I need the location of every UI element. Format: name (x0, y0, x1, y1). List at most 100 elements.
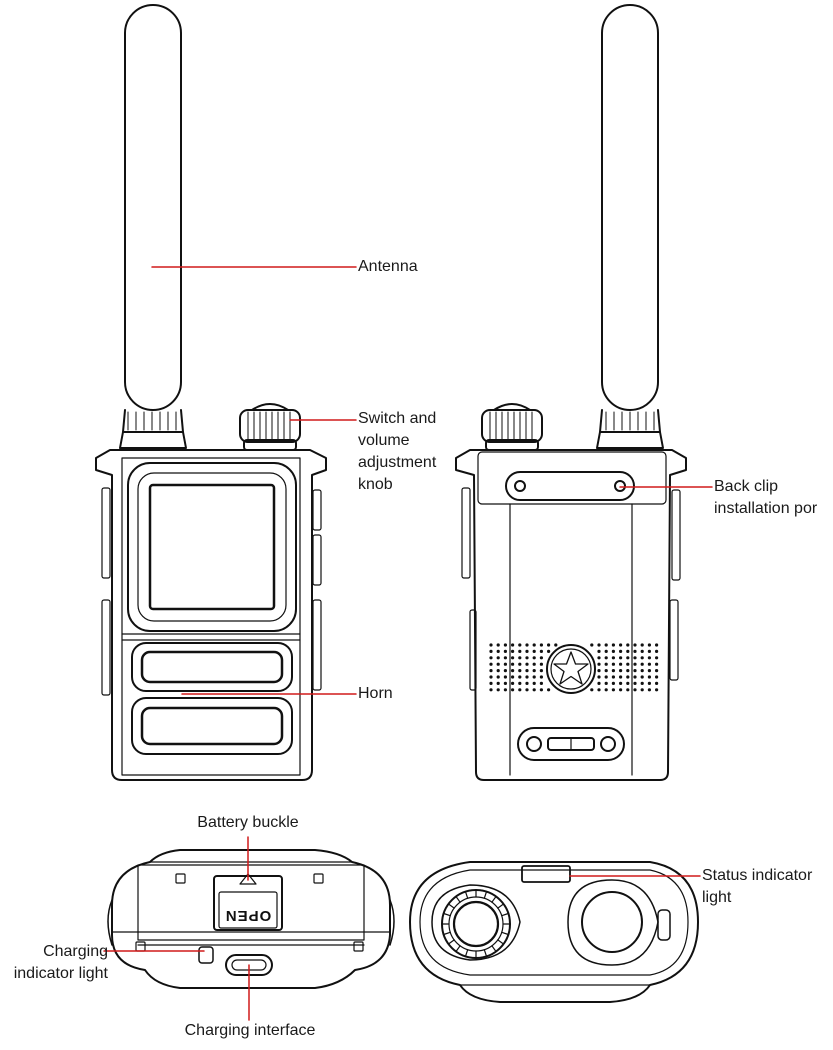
speaker-hole (547, 688, 551, 692)
speaker-hole (647, 643, 652, 647)
speaker-hole (510, 675, 515, 679)
speaker-hole (619, 688, 623, 692)
speaker-hole (518, 675, 522, 679)
speaker-hole (597, 669, 601, 673)
knob-tooth (447, 939, 455, 945)
speaker-hole (510, 669, 515, 673)
speaker-hole (525, 662, 529, 666)
speaker-hole (518, 669, 522, 673)
speaker-hole (611, 649, 616, 654)
speaker-hole (619, 662, 623, 666)
speaker-hole (510, 681, 515, 686)
speaker-hole (604, 681, 608, 686)
speaker-hole (647, 662, 652, 666)
speaker-hole (503, 675, 507, 679)
speaker-hole (619, 669, 623, 673)
speaker-hole (597, 649, 601, 654)
knob-teeth (441, 889, 511, 959)
front-body (95, 449, 327, 781)
speaker-hole (496, 643, 500, 647)
speaker-hole (611, 656, 616, 660)
label-back-clip-line-2: installation por (714, 500, 818, 517)
speaker-hole (597, 643, 601, 647)
label-status-light-line-2: light (702, 889, 732, 906)
speaker-hole (597, 681, 601, 686)
speaker-hole (604, 649, 608, 654)
speaker-hole (633, 656, 637, 660)
speaker-hole (604, 662, 608, 666)
knob-tooth (483, 891, 488, 899)
label-knob-line-3: adjustment (358, 454, 437, 471)
knob-tooth (497, 939, 505, 945)
speaker-hole (647, 669, 652, 673)
speaker-hole (655, 681, 659, 686)
speaker-hole (547, 649, 551, 654)
speaker-hole (554, 643, 558, 647)
speaker-hole (532, 643, 536, 647)
speaker-hole (532, 669, 536, 673)
knob-tooth (455, 895, 461, 903)
speaker-hole (539, 681, 544, 686)
speaker-hole (532, 675, 536, 679)
speaker-hole (619, 675, 623, 679)
speaker-hole (496, 669, 500, 673)
speaker-hole (604, 656, 608, 660)
speaker-hole (503, 649, 507, 654)
speaker-hole (539, 688, 544, 692)
speaker-hole (518, 656, 522, 660)
label-horn: Horn (358, 685, 393, 702)
speaker-hole (655, 656, 659, 660)
speaker-hole (626, 675, 630, 679)
speaker-hole (640, 688, 644, 692)
speaker-hole (539, 669, 544, 673)
speaker-hole (655, 649, 659, 654)
label-antenna: Antenna (358, 258, 418, 275)
speaker-hole (590, 643, 594, 647)
speaker-hole (532, 656, 536, 660)
speaker-hole (496, 688, 500, 692)
front-knob (239, 403, 301, 451)
label-charging-light-line-2: indicator light (13, 965, 108, 982)
speaker-hole (640, 649, 644, 654)
speaker-hole (647, 649, 652, 654)
speaker-hole (539, 662, 544, 666)
knob-tooth (497, 903, 505, 909)
top-view (409, 861, 699, 1003)
label-back-clip-line-1: Back clip (714, 478, 779, 495)
label-knob-line-4: knob (358, 476, 393, 493)
knob-tooth (501, 931, 509, 936)
speaker-hole (510, 688, 515, 692)
speaker-hole (655, 643, 659, 647)
speaker-hole (640, 675, 644, 679)
speaker-hole (496, 681, 500, 686)
speaker-hole (525, 656, 529, 660)
speaker-hole (525, 643, 529, 647)
speaker-hole (503, 656, 507, 660)
speaker-hole (640, 681, 644, 686)
speaker-hole (489, 656, 493, 660)
speaker-hole (604, 669, 608, 673)
speaker-hole (503, 643, 507, 647)
speaker-hole (604, 688, 608, 692)
label-charging-interface: Charging interface (184, 1022, 316, 1039)
bottom-view (107, 849, 395, 989)
speaker-hole (525, 669, 529, 673)
speaker-hole (489, 688, 493, 692)
back-knob (481, 403, 543, 451)
speaker-hole (532, 681, 536, 686)
speaker-hole (518, 643, 522, 647)
speaker-hole (525, 649, 529, 654)
speaker-holes (489, 643, 659, 692)
speaker-hole (633, 688, 637, 692)
speaker-hole (590, 688, 594, 692)
speaker-hole (640, 662, 644, 666)
speaker-hole (647, 688, 652, 692)
speaker-hole (489, 649, 493, 654)
speaker-hole (611, 669, 616, 673)
speaker-hole (539, 656, 544, 660)
speaker-hole (633, 662, 637, 666)
speaker-hole (525, 681, 529, 686)
speaker-hole (633, 681, 637, 686)
speaker-hole (604, 675, 608, 679)
